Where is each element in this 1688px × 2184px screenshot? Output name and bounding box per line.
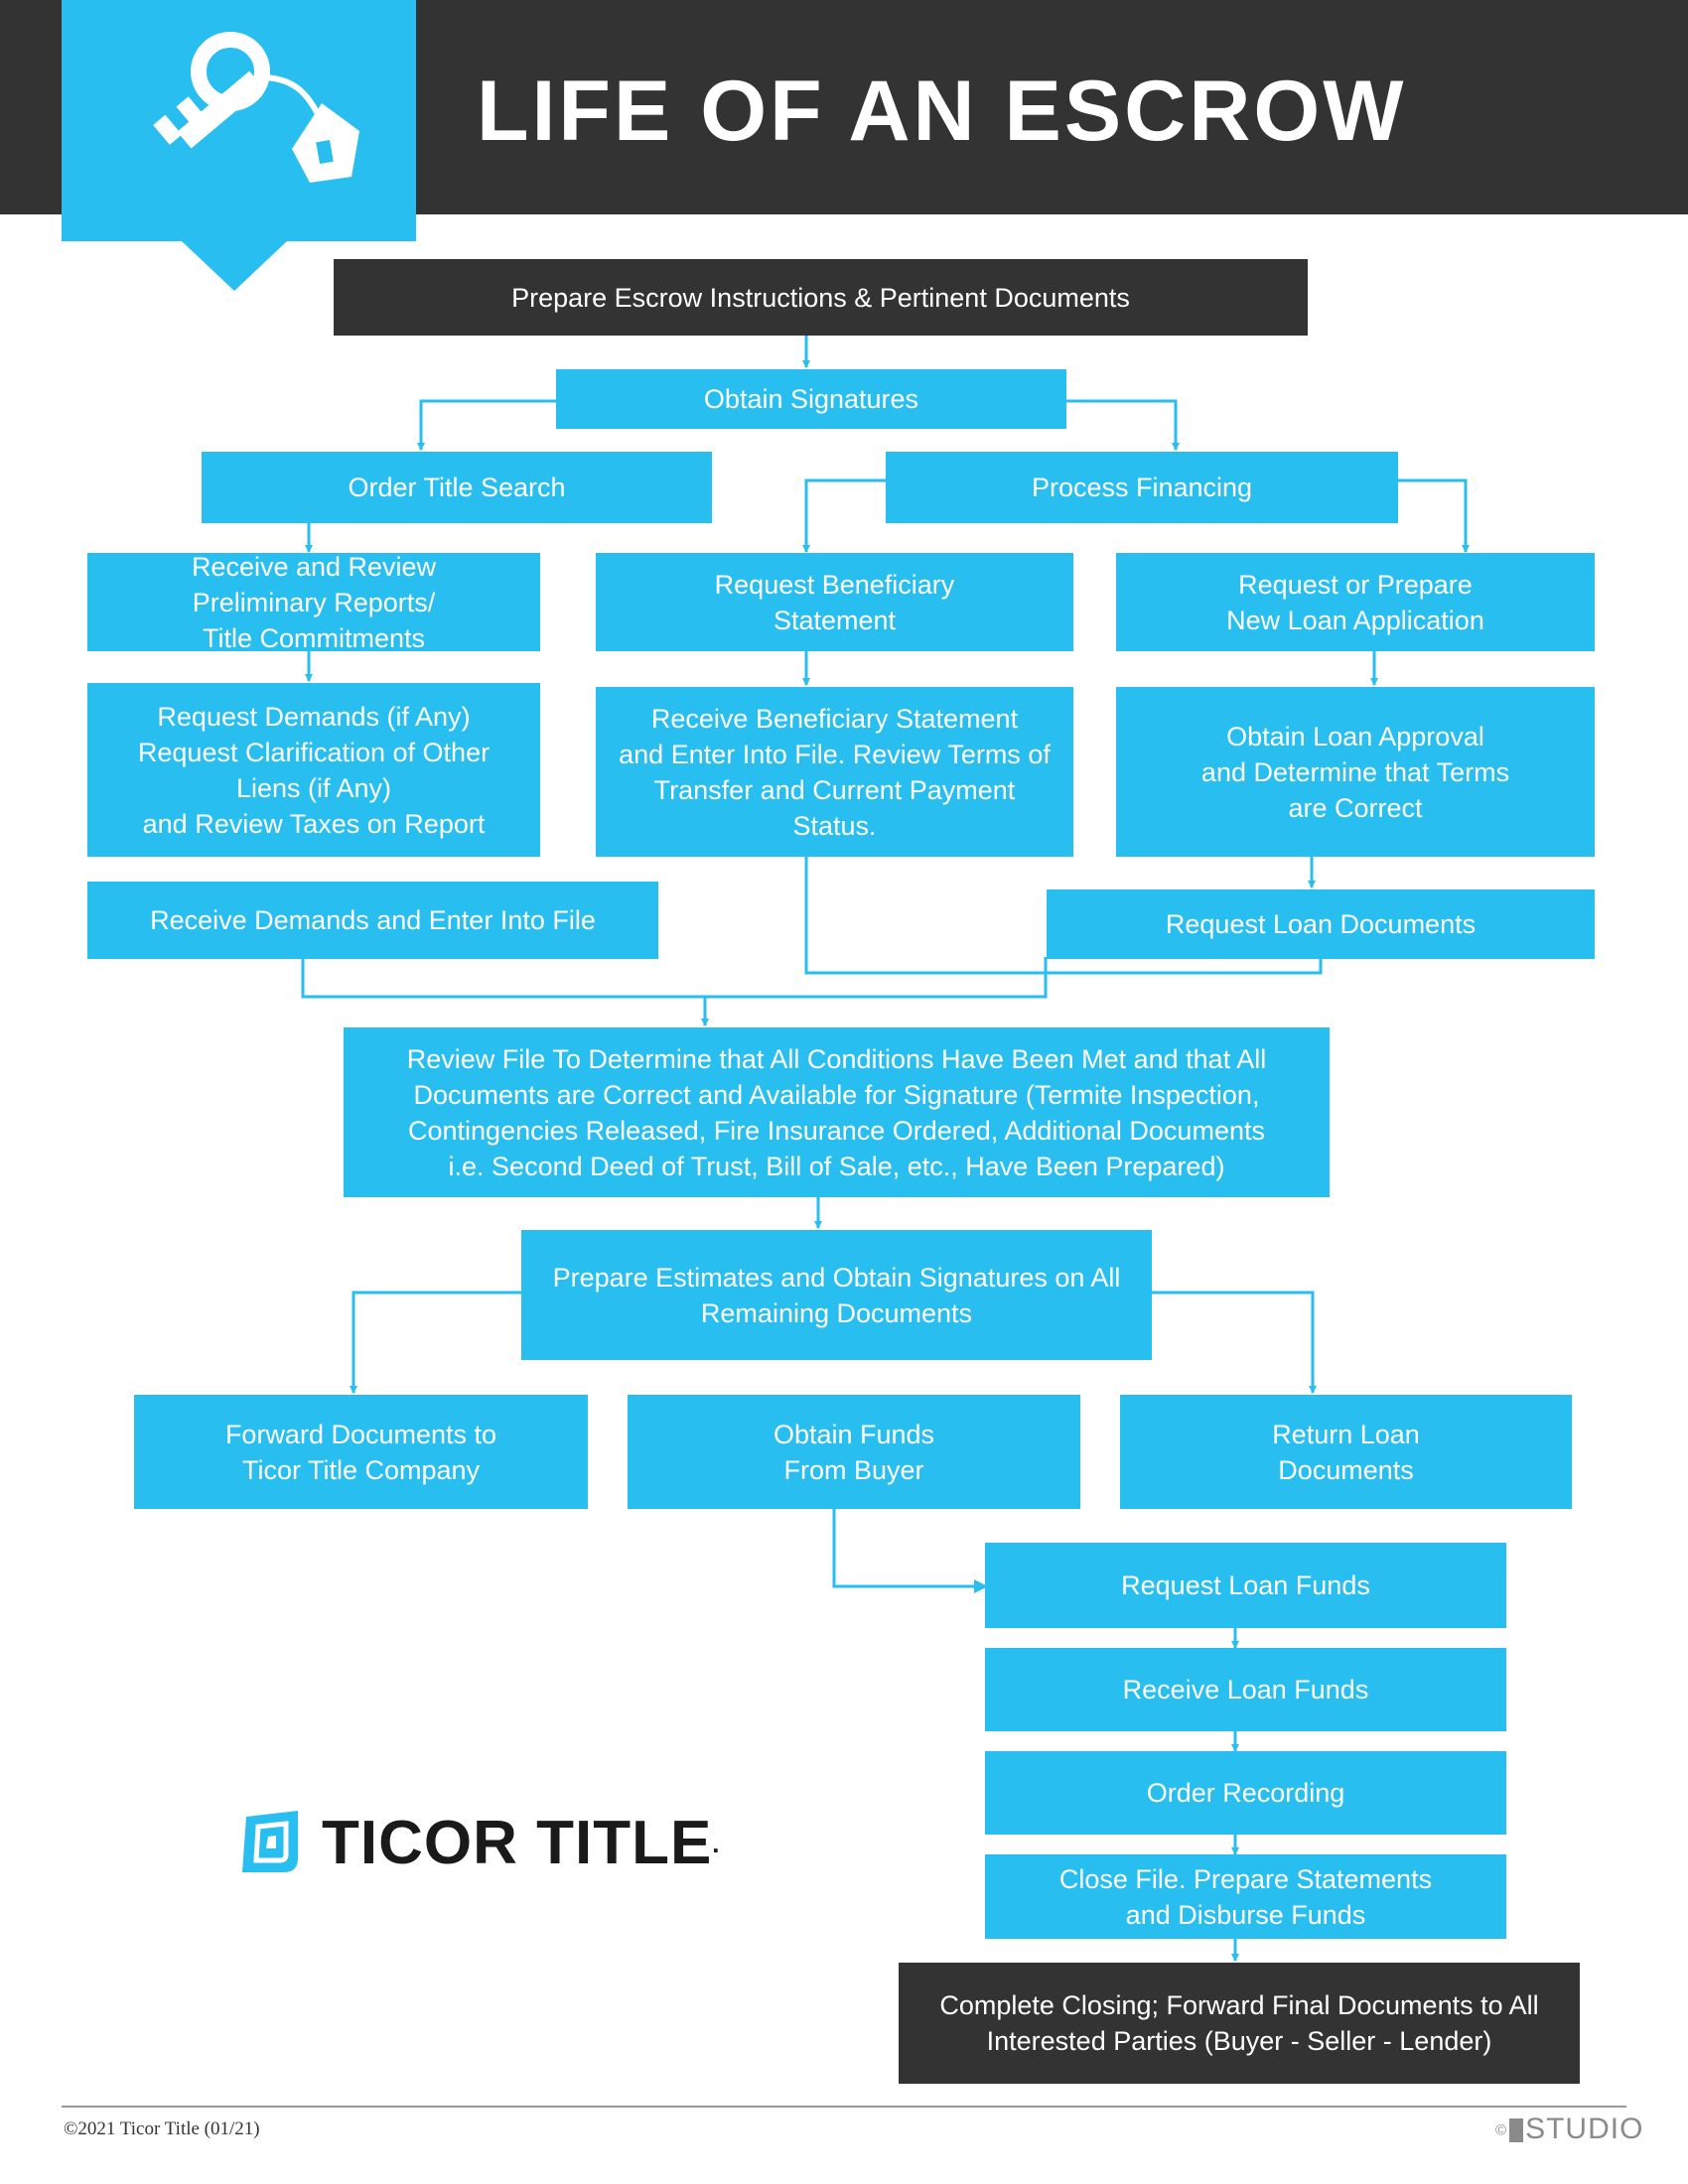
step-label: Complete Closing; Forward Final Document…	[939, 1990, 1539, 2056]
studio-label: STUDIO	[1525, 2113, 1644, 2145]
studio-block-icon	[1509, 2118, 1524, 2143]
step-obtain-funds-from-buyer: Obtain Funds From Buyer	[628, 1395, 1080, 1509]
step-label: Request Loan Documents	[1165, 909, 1477, 939]
header-icon-box	[62, 0, 416, 241]
copyright-text: ©2021 Ticor Title (01/21)	[64, 2118, 260, 2139]
step-label: Obtain Signatures	[703, 384, 919, 414]
step-order-title-search: Order Title Search	[202, 452, 712, 523]
header-icon-pointer	[182, 241, 287, 291]
step-label: Forward Documents to Ticor Title Company	[224, 1419, 497, 1485]
step-forward-documents: Forward Documents to Ticor Title Company	[134, 1395, 588, 1509]
logo-trademark: .	[712, 1829, 721, 1858]
step-label: Receive Loan Funds	[1122, 1675, 1369, 1705]
logo-text: TICOR TITLE	[322, 1809, 713, 1877]
step-label: Obtain Funds From Buyer	[773, 1419, 935, 1485]
ticor-logo-mark-icon	[242, 1811, 298, 1872]
step-order-recording: Order Recording	[985, 1751, 1506, 1835]
step-label: Prepare Escrow Instructions & Pertinent …	[511, 282, 1130, 313]
page-title: LIFE OF AN ESCROW	[477, 64, 1407, 159]
step-process-financing: Process Financing	[886, 452, 1398, 523]
step-request-beneficiary-statement: Request Beneficiary Statement	[596, 553, 1073, 651]
step-label: Request or Prepare New Loan Application	[1226, 569, 1484, 635]
step-review-file: Review File To Determine that All Condit…	[344, 1027, 1330, 1197]
house-key-icon	[153, 32, 359, 183]
step-request-demands: Request Demands (if Any) Request Clarifi…	[87, 683, 540, 857]
step-complete-closing: Complete Closing; Forward Final Document…	[899, 1963, 1580, 2084]
step-prepare-estimates: Prepare Estimates and Obtain Signatures …	[521, 1230, 1152, 1360]
step-return-loan-documents: Return Loan Documents	[1120, 1395, 1572, 1509]
step-label: Receive and Review Preliminary Reports/ …	[191, 551, 437, 653]
step-request-loan-funds: Request Loan Funds	[985, 1543, 1506, 1628]
step-receive-beneficiary-statement: Receive Beneficiary Statement and Enter …	[596, 687, 1073, 857]
step-prepare-escrow-instructions: Prepare Escrow Instructions & Pertinent …	[334, 259, 1308, 336]
footer-divider	[62, 2106, 1626, 2108]
step-label: Process Financing	[1031, 473, 1253, 502]
step-receive-review-preliminary-reports: Receive and Review Preliminary Reports/ …	[87, 552, 540, 653]
studio-copyright-icon: ©	[1495, 2121, 1508, 2139]
ticor-title-logo: TICOR TITLE.	[236, 1807, 720, 1886]
step-label: Request Loan Funds	[1121, 1570, 1370, 1600]
step-label: Prepare Estimates and Obtain Signatures …	[552, 1262, 1121, 1328]
step-receive-loan-funds: Receive Loan Funds	[985, 1648, 1506, 1731]
step-obtain-signatures: Obtain Signatures	[556, 369, 1066, 429]
step-label: Order Title Search	[348, 473, 566, 502]
step-obtain-loan-approval: Obtain Loan Approval and Determine that …	[1116, 687, 1595, 857]
step-label: Obtain Loan Approval and Determine that …	[1200, 721, 1510, 823]
step-receive-demands: Receive Demands and Enter Into File	[87, 882, 658, 959]
step-label: Close File. Prepare Statements and Disbu…	[1058, 1863, 1433, 1930]
logo-wordmark: TICOR TITLE.	[322, 1811, 721, 1876]
step-request-loan-documents: Request Loan Documents	[1047, 889, 1595, 959]
step-label: Order Recording	[1146, 1778, 1345, 1808]
step-label: Receive Beneficiary Statement and Enter …	[619, 703, 1051, 841]
step-label: Request Beneficiary Statement	[714, 569, 955, 635]
step-close-file: Close File. Prepare Statements and Disbu…	[985, 1854, 1506, 1939]
step-request-new-loan-application: Request or Prepare New Loan Application	[1116, 553, 1595, 651]
step-label: Review File To Determine that All Condit…	[406, 1043, 1267, 1181]
step-label: Request Demands (if Any) Request Clarifi…	[137, 701, 491, 839]
studio-mark: © STUDIO	[1495, 2113, 1643, 2146]
step-label: Receive Demands and Enter Into File	[150, 905, 596, 935]
step-label: Return Loan Documents	[1272, 1419, 1420, 1485]
